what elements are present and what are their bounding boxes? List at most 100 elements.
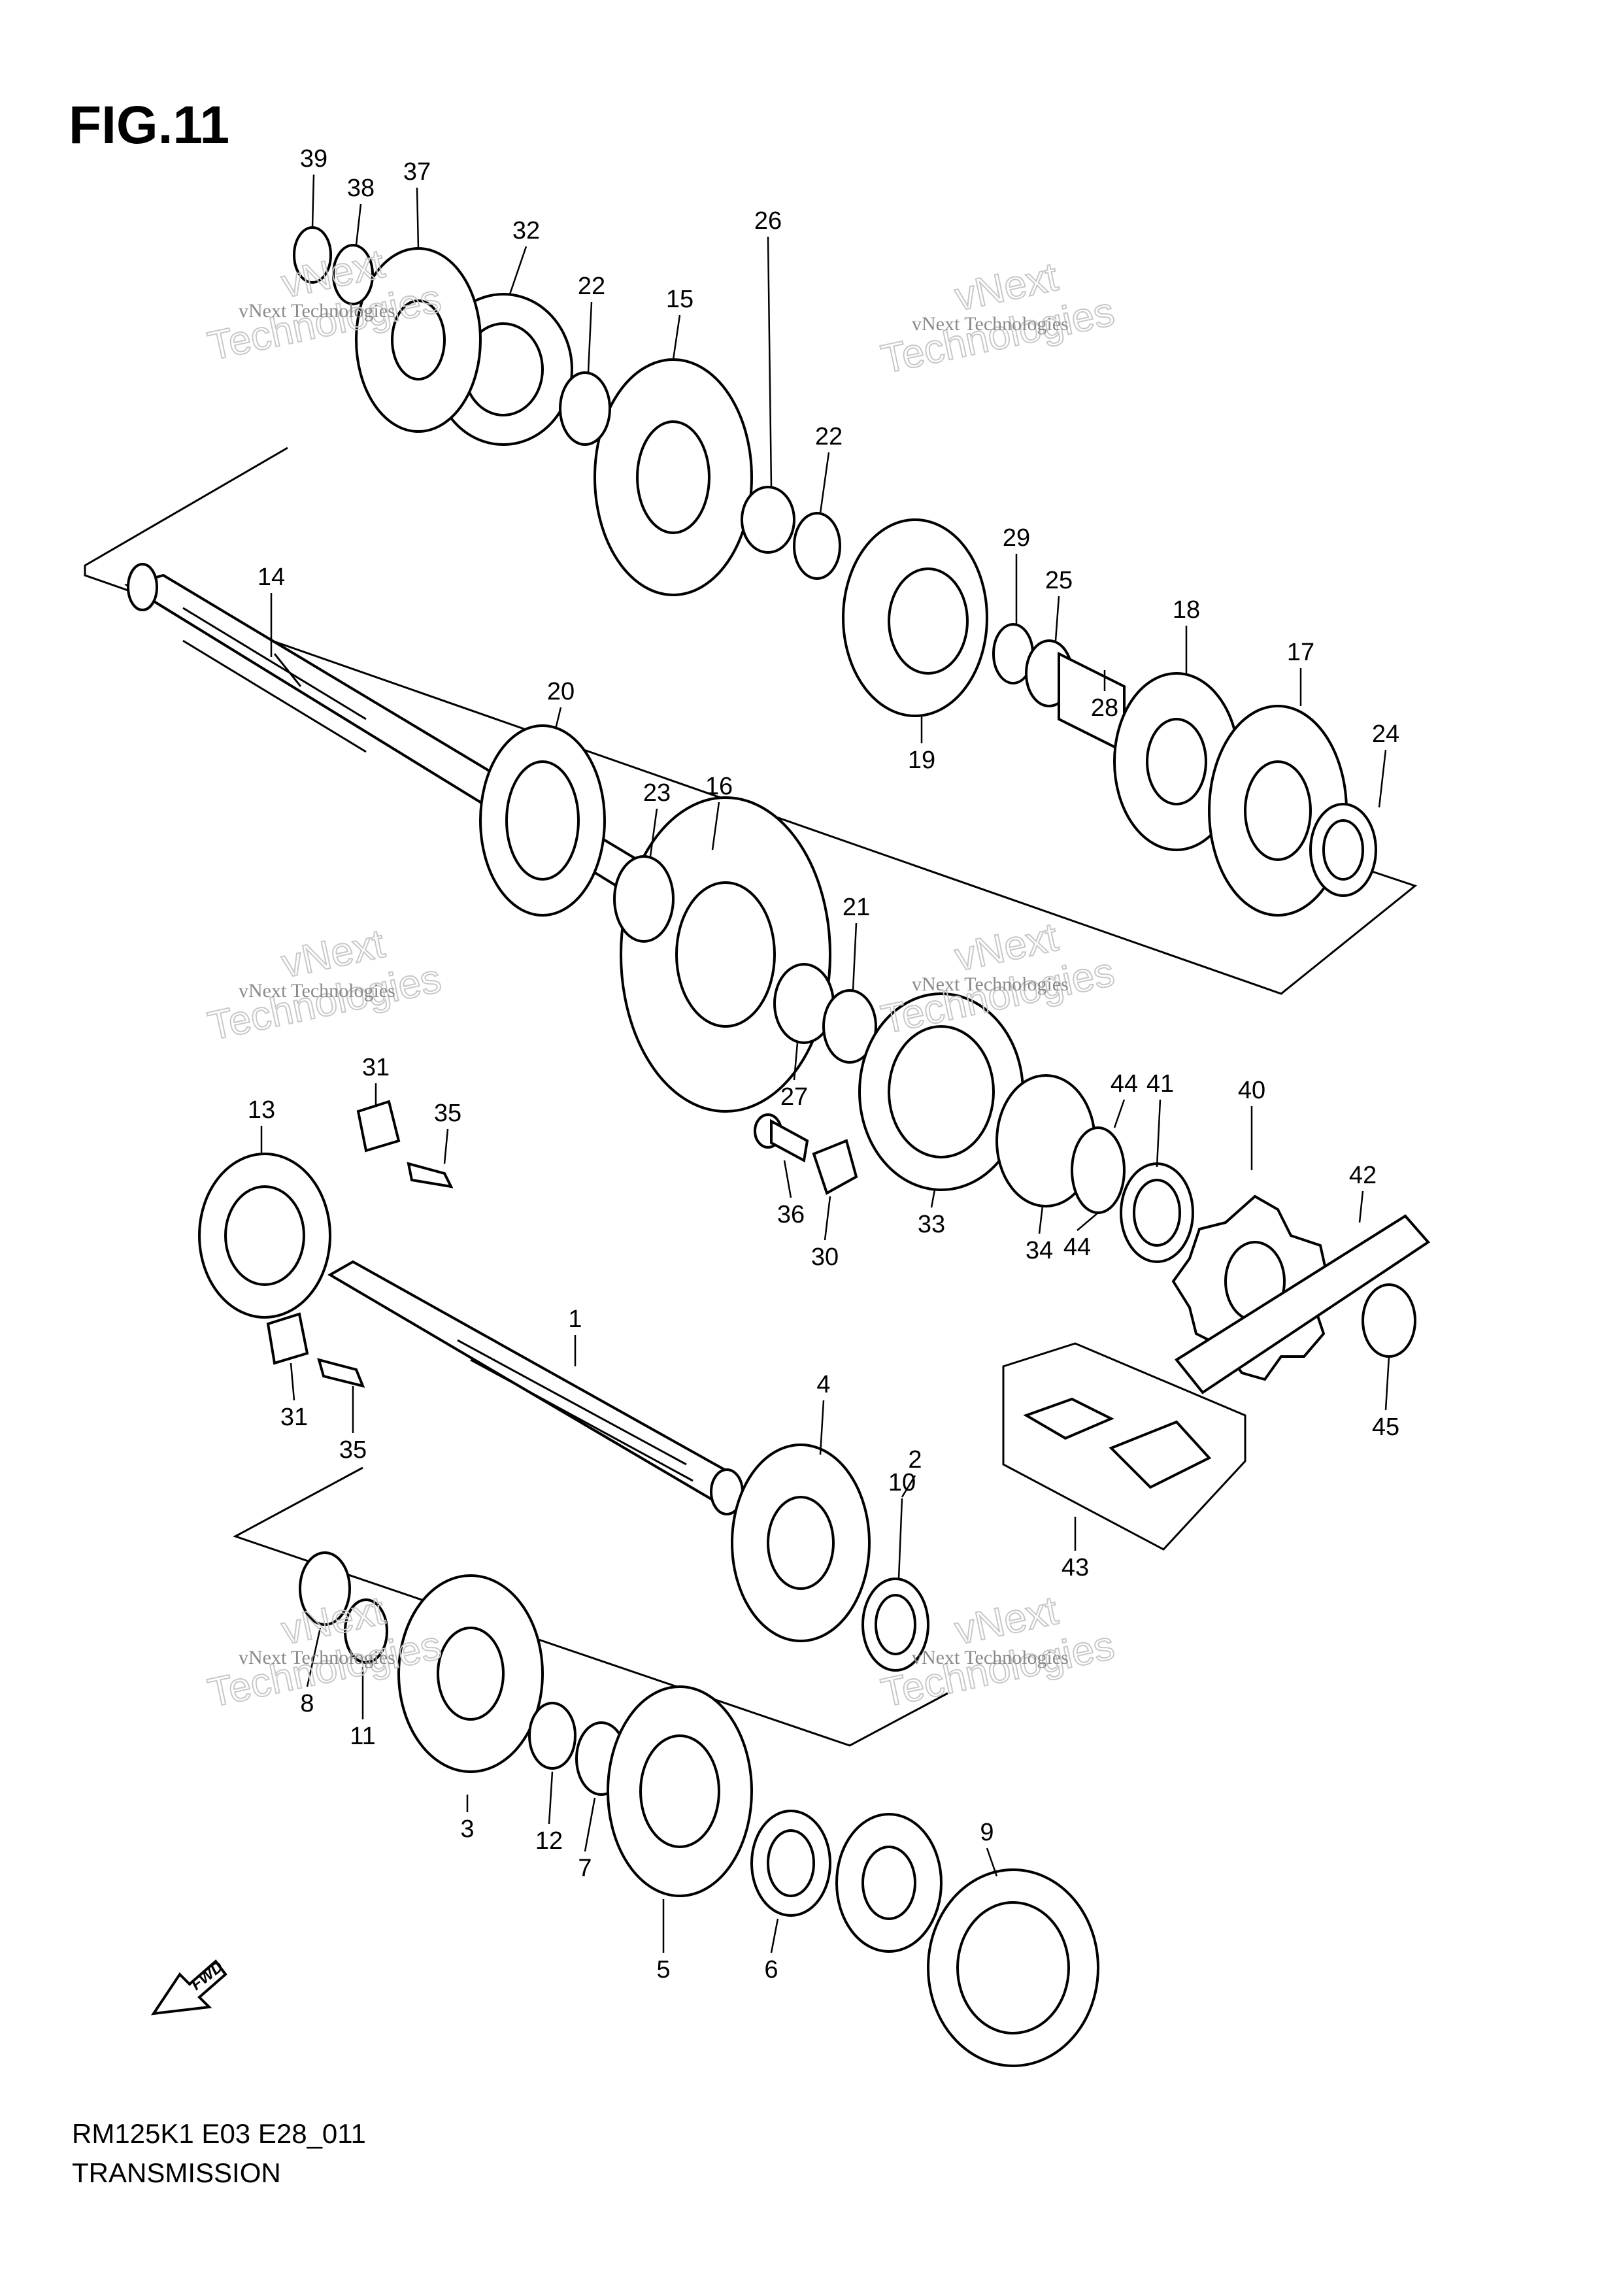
callout-number: 13 xyxy=(248,1096,275,1124)
callout-number: 1 xyxy=(568,1306,582,1333)
callout-6: 6 xyxy=(764,1918,779,1984)
callout-number: 32 xyxy=(512,217,540,245)
bearing-13 xyxy=(198,1153,331,1319)
callout-number: 28 xyxy=(1091,694,1118,722)
leader-line xyxy=(770,1918,779,1953)
callout-17: 17 xyxy=(1287,639,1314,706)
callout-7: 7 xyxy=(578,1797,596,1882)
callout-42: 42 xyxy=(1349,1162,1377,1223)
callout-19: 19 xyxy=(908,716,935,774)
driveshaft-assembly-box xyxy=(233,1466,948,1747)
callout-number: 29 xyxy=(1003,524,1030,552)
clip-45 xyxy=(1362,1283,1416,1358)
callout-35: 35 xyxy=(339,1386,367,1464)
washer-23 xyxy=(613,855,675,943)
leader-line xyxy=(819,452,830,514)
callout-4: 4 xyxy=(816,1371,831,1455)
callout-13: 13 xyxy=(248,1096,275,1154)
leader-line xyxy=(767,236,773,488)
watermark-small: vNext Technologies xyxy=(912,1647,1069,1668)
callout-number: 33 xyxy=(918,1211,945,1238)
washer-30 xyxy=(812,1139,858,1195)
callout-number: 34 xyxy=(1026,1237,1053,1264)
washer-38 xyxy=(332,244,374,305)
leader-line xyxy=(443,1128,449,1164)
callout-number: 18 xyxy=(1173,596,1200,624)
callout-number: 25 xyxy=(1045,567,1073,594)
screw-35-lower xyxy=(317,1358,365,1388)
callout-15: 15 xyxy=(666,286,694,360)
callout-number: 22 xyxy=(815,423,843,450)
callout-number: 3 xyxy=(460,1815,474,1843)
callout-number: 19 xyxy=(908,747,935,774)
circlip-11 xyxy=(344,1598,388,1664)
leader-line xyxy=(1358,1190,1364,1223)
circlip-12 xyxy=(528,1702,577,1770)
leader-line xyxy=(901,1475,916,1498)
gear-16 xyxy=(620,796,831,1113)
washer-24 xyxy=(1309,803,1377,897)
callout-number: 11 xyxy=(350,1723,375,1750)
leader-line xyxy=(783,1160,792,1198)
callout-number: 40 xyxy=(1238,1077,1265,1104)
callout-number: 26 xyxy=(754,207,782,235)
callout-number: 12 xyxy=(535,1827,563,1855)
washer-31-upper xyxy=(356,1100,401,1153)
callout-18: 18 xyxy=(1173,596,1200,673)
watermark-small: vNext Technologies xyxy=(912,973,1069,995)
callout-number: 45 xyxy=(1372,1413,1399,1441)
leader-line xyxy=(290,1362,295,1401)
figure-title: FIG.11 xyxy=(69,95,230,155)
spacer-41 xyxy=(1120,1162,1194,1263)
leader-line xyxy=(311,174,315,228)
callout-number: 23 xyxy=(643,779,671,807)
washer-31-lower xyxy=(266,1312,309,1365)
callout-5: 5 xyxy=(656,1899,671,1984)
callout-number: 8 xyxy=(300,1690,314,1717)
countershaft-assembly-box xyxy=(84,447,1418,995)
callout-number: 15 xyxy=(666,286,694,313)
leader-line xyxy=(824,1196,831,1241)
callout-number: 31 xyxy=(362,1054,390,1081)
callout-40: 40 xyxy=(1238,1077,1265,1170)
leader-line xyxy=(1113,1099,1126,1128)
gear-4 xyxy=(731,1443,871,1642)
callout-number: 16 xyxy=(705,773,733,800)
leader-line xyxy=(1077,1212,1099,1231)
callout-number: 30 xyxy=(811,1243,839,1271)
callout-23: 23 xyxy=(643,779,671,857)
callout-28: 28 xyxy=(1091,670,1118,722)
callout-41: 41 xyxy=(1146,1070,1174,1168)
callout-44: 44 xyxy=(1063,1212,1099,1261)
leader-line xyxy=(852,922,858,991)
callout-32: 32 xyxy=(509,217,540,295)
leader-line xyxy=(1156,1099,1161,1168)
callout-number: 36 xyxy=(777,1201,805,1228)
callout-44: 44 xyxy=(1111,1070,1138,1128)
callout-12: 12 xyxy=(535,1771,563,1855)
callout-2: 2 xyxy=(901,1446,922,1498)
callout-number: 10 xyxy=(888,1469,916,1496)
callout-16: 16 xyxy=(705,773,733,851)
callout-number: 42 xyxy=(1349,1162,1377,1189)
screw-35-upper xyxy=(407,1162,454,1189)
watermark-small: vNext Technologies xyxy=(239,300,395,322)
callout-9: 9 xyxy=(980,1819,998,1877)
o-ring-44 xyxy=(1071,1126,1126,1214)
callout-45: 45 xyxy=(1372,1356,1399,1441)
callout-27: 27 xyxy=(780,1042,808,1111)
drive-chain-42 xyxy=(1175,1214,1431,1394)
callout-number: 7 xyxy=(578,1855,592,1882)
callout-37: 37 xyxy=(403,158,431,249)
chain-joint-43 xyxy=(1023,1397,1212,1489)
callout-number: 31 xyxy=(280,1404,308,1431)
leader-line xyxy=(1384,1356,1390,1411)
callout-number: 24 xyxy=(1372,720,1399,748)
washer-8 xyxy=(299,1551,351,1626)
leader-line xyxy=(649,808,658,857)
gear-20 xyxy=(479,724,606,917)
callout-25: 25 xyxy=(1045,567,1073,641)
chain-joint-box xyxy=(1002,1342,1246,1551)
washer-22 xyxy=(793,512,841,580)
callout-21: 21 xyxy=(843,894,870,991)
